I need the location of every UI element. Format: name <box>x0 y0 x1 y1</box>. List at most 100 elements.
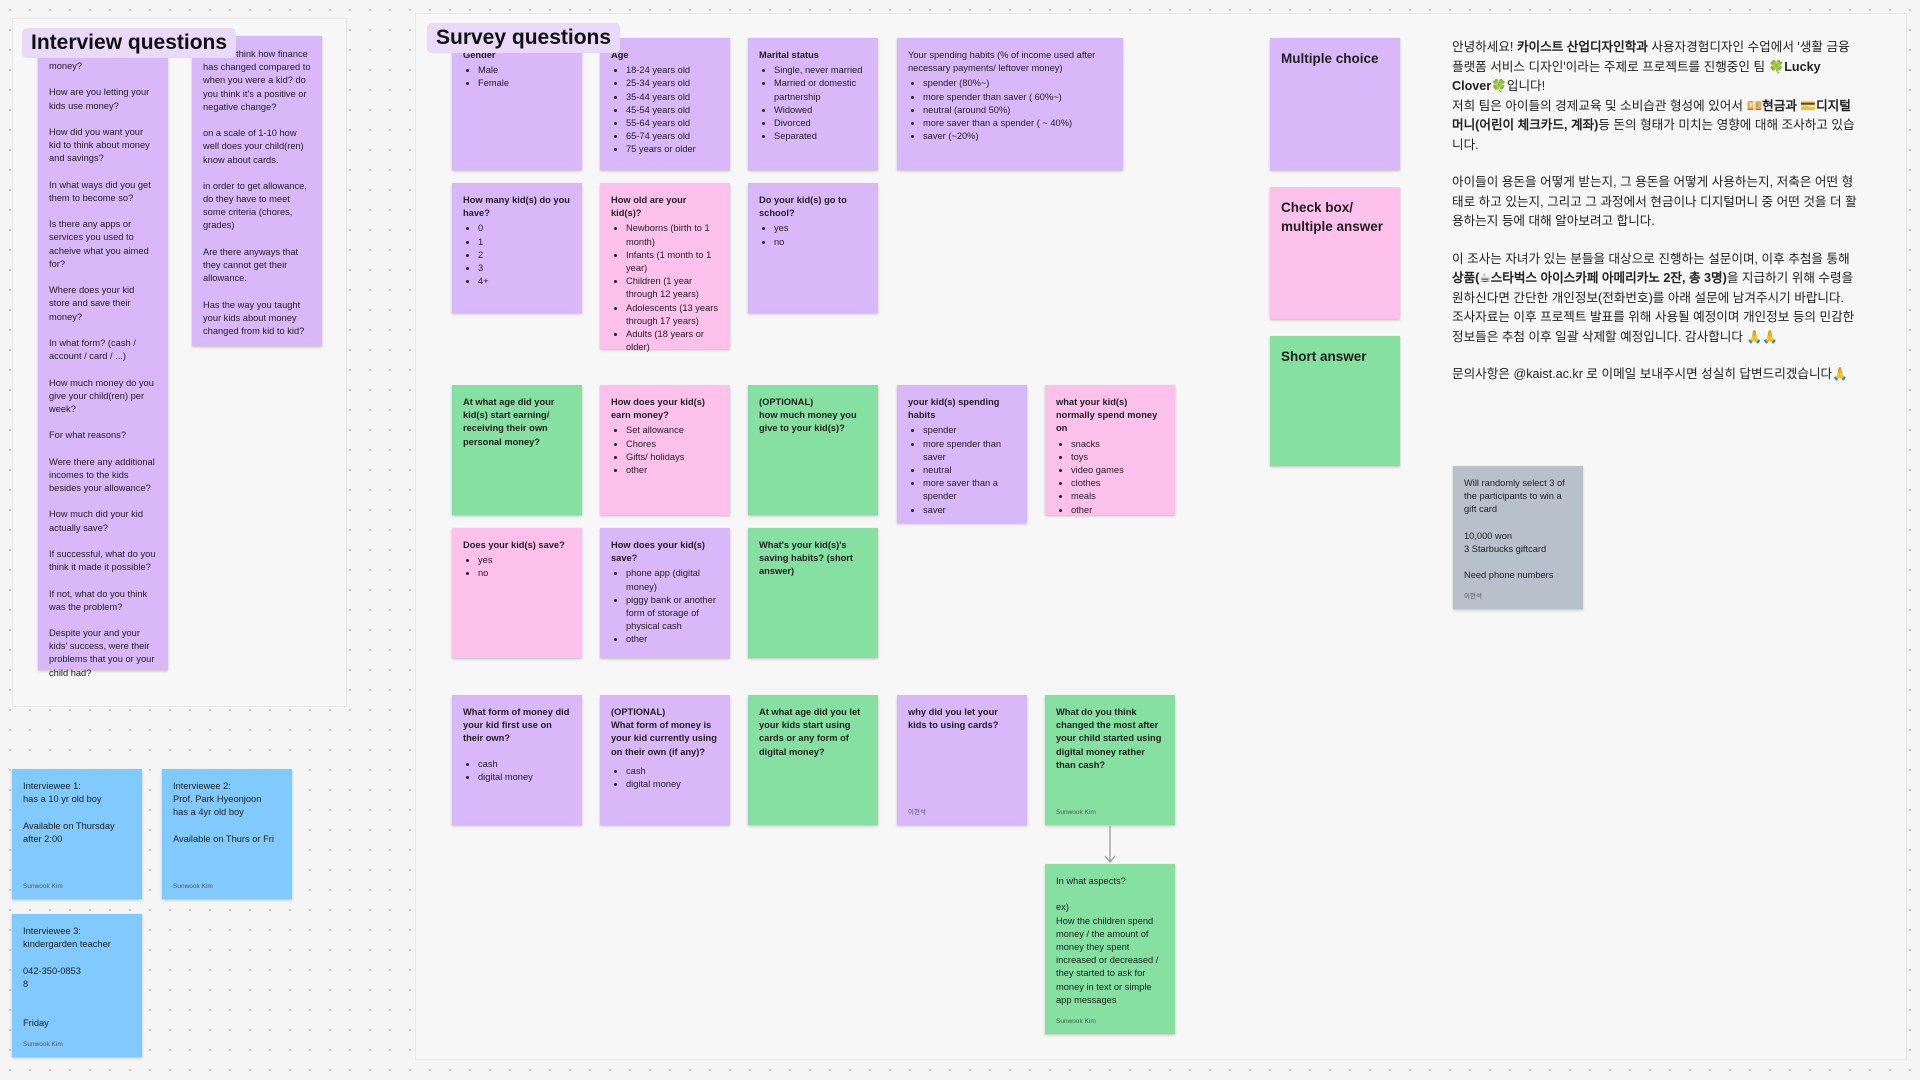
question-text: (OPTIONAL) What form of money is your ki… <box>611 707 717 757</box>
how-earn-question[interactable]: How does your kid(s) earn money? Set all… <box>600 385 730 515</box>
question-text: At what age did your kid(s) start earnin… <box>463 397 555 447</box>
saving-habits-question[interactable]: What's your kid(s)'s saving habits? (sho… <box>748 528 878 658</box>
interviewee-note[interactable]: Interviewee 1: has a 10 yr old boy Avail… <box>12 769 142 899</box>
option-list: yes no <box>759 222 867 248</box>
interviewee-text: Interviewee 3: kindergarden teacher 042-… <box>23 926 111 1029</box>
option-list: spender more spender than saver neutral … <box>908 424 1016 516</box>
intro-text: 아이들이 용돈을 어떻게 받는지, 그 용돈을 어떻게 사용하는지, 저축은 어… <box>1452 175 1857 229</box>
why-cards-question[interactable]: why did you let your kids to using cards… <box>897 695 1027 825</box>
intro-text: 로 이메일 보내주시면 성실히 답변드리겠습니다🙏 <box>1582 367 1848 382</box>
option: 55-64 years old <box>626 117 719 130</box>
option: Widowed <box>774 104 867 117</box>
legend-label: Multiple choice <box>1281 51 1379 66</box>
option: Married or domestic partnership <box>774 77 867 103</box>
interviewee-note[interactable]: Interviewee 2: Prof. Park Hyeonjoon has … <box>162 769 292 899</box>
interview-questions-text: money? How are you letting your kids use… <box>49 61 156 678</box>
question-text: How many kid(s) do you have? <box>463 195 570 219</box>
option: 35-44 years old <box>626 91 719 104</box>
age-question[interactable]: Age 18-24 years old 25-34 years old 35-4… <box>600 38 730 170</box>
intro-text: 안녕하세요! <box>1452 40 1517 54</box>
optional-give-question[interactable]: (OPTIONAL) how much money you give to yo… <box>748 385 878 515</box>
contact-email[interactable]: @kaist.ac.kr <box>1513 367 1583 382</box>
question-text: Marital status <box>759 50 819 60</box>
does-save-question[interactable]: Does your kid(s) save? yes no <box>452 528 582 658</box>
option: neutral <box>923 464 1016 477</box>
interview-questions-note-1[interactable]: money? How are you letting your kids use… <box>38 34 168 678</box>
option: yes <box>478 554 571 567</box>
option-list: yes no <box>463 554 571 580</box>
option: Male <box>478 64 571 77</box>
option: 45-54 years old <box>626 104 719 117</box>
option-list: 0 1 2 3 4+ <box>463 222 571 288</box>
school-question[interactable]: Do your kid(s) go to school? yes no <box>748 183 878 313</box>
question-text: What form of money did your kid first us… <box>463 707 570 744</box>
cards-age-question[interactable]: At what age did you let your kids start … <box>748 695 878 825</box>
option: other <box>1071 504 1164 517</box>
option: no <box>478 567 571 580</box>
survey-section-title[interactable]: Survey questions <box>427 23 621 53</box>
option-list: Set allowance Chores Gifts/ holidays oth… <box>611 424 719 477</box>
intro-text: 🍀입니다! <box>1491 79 1546 94</box>
first-money-form-question[interactable]: What form of money did your kid first us… <box>452 695 582 825</box>
option: cash <box>626 765 719 778</box>
intro-text: 조사자료는 이후 프로젝트 발표를 위해 사용될 예정이며 개인정보 등의 민감… <box>1452 310 1855 344</box>
question-text: In what aspects? ex) How the children sp… <box>1056 876 1159 1005</box>
option: 4+ <box>478 275 571 288</box>
intro-text: 문의사항은 <box>1452 367 1514 382</box>
intro-text: 저희 팀은 아이들의 경제교육 및 소비습관 형성에 있어서 💴 <box>1452 98 1763 113</box>
option-list: spender (80%~) more spender than saver (… <box>908 77 1112 143</box>
question-text: what your kid(s) normally spend money on <box>1056 397 1158 434</box>
note-author: Sunwook Kim <box>1056 808 1096 816</box>
question-text: What's your kid(s)'s saving habits? (sho… <box>759 540 854 577</box>
legend-checkbox[interactable]: Check box/ multiple answer <box>1270 187 1400 319</box>
option: Adults (18 years or older) <box>626 328 719 354</box>
survey-intro-text[interactable]: 안녕하세요! 카이스트 산업디자인학과 사용자경험디자인 수업에서 '생활 금융… <box>1452 38 1857 403</box>
interviewee-text: Interviewee 1: has a 10 yr old boy Avail… <box>23 781 115 844</box>
marital-status-question[interactable]: Marital status Single, never married Mar… <box>748 38 878 170</box>
option-list: cash digital money <box>611 765 719 791</box>
start-earning-question[interactable]: At what age did your kid(s) start earnin… <box>452 385 582 515</box>
option: digital money <box>626 778 719 791</box>
option: digital money <box>478 771 571 784</box>
current-money-form-question[interactable]: (OPTIONAL) What form of money is your ki… <box>600 695 730 825</box>
interview-questions-note-2[interactable]: think how finance has changed compared t… <box>192 36 322 346</box>
legend-short-answer[interactable]: Short answer <box>1270 336 1400 466</box>
option: snacks <box>1071 438 1164 451</box>
note-author: Sunwook Kim <box>173 882 213 890</box>
question-text: Age <box>611 50 629 60</box>
legend-multiple-choice[interactable]: Multiple choice <box>1270 38 1400 170</box>
how-save-question[interactable]: How does your kid(s) save? phone app (di… <box>600 528 730 658</box>
option: 2 <box>478 249 571 262</box>
kid-spending-habits-question[interactable]: your kid(s) spending habits spender more… <box>897 385 1027 523</box>
option: Divorced <box>774 117 867 130</box>
option: 18-24 years old <box>626 64 719 77</box>
note-author: Sunwook Kim <box>23 882 63 890</box>
option: Set allowance <box>626 424 719 437</box>
option: Female <box>478 77 571 90</box>
aspects-followup-note[interactable]: In what aspects? ex) How the children sp… <box>1045 864 1175 1034</box>
spending-habits-question[interactable]: Your spending habits (% of income used a… <box>897 38 1123 170</box>
option-list: 18-24 years old 25-34 years old 35-44 ye… <box>611 64 719 156</box>
gender-question[interactable]: Gender Male Female <box>452 38 582 170</box>
gift-card-note[interactable]: Will randomly select 3 of the participan… <box>1453 466 1583 609</box>
interview-section-title[interactable]: Interview questions <box>22 28 237 58</box>
option: other <box>626 464 719 477</box>
kids-count-question[interactable]: How many kid(s) do you have? 0 1 2 3 4+ <box>452 183 582 313</box>
note-author: Sunwook Kim <box>1056 1017 1096 1025</box>
interviewee-note[interactable]: Interviewee 3: kindergarden teacher 042-… <box>12 914 142 1057</box>
intro-bold-text: 상품(☕스타벅스 아이스카페 아메리카노 2잔, 총 3명) <box>1452 271 1727 286</box>
option: spender (80%~) <box>923 77 1112 90</box>
question-text: (OPTIONAL) how much money you give to yo… <box>759 397 857 434</box>
option: meals <box>1071 490 1164 503</box>
option-list: Newborns (birth to 1 month) Infants (1 m… <box>611 222 719 354</box>
intro-text: 을 지급하기 위해 수령을 원하신다면 간단한 개인정보(전화번호)를 아래 설… <box>1452 271 1854 305</box>
option: Chores <box>626 438 719 451</box>
interviewee-text: Interviewee 2: Prof. Park Hyeonjoon has … <box>173 781 274 844</box>
intro-text: 이 조사는 자녀가 있는 분들을 대상으로 진행하는 설문이며, 이후 추첨을 … <box>1452 251 1850 266</box>
option: Separated <box>774 130 867 143</box>
changed-most-question[interactable]: What do you think changed the most after… <box>1045 695 1175 825</box>
kids-age-question[interactable]: How old are your kid(s)? Newborns (birth… <box>600 183 730 352</box>
question-text: What do you think changed the most after… <box>1056 707 1162 770</box>
question-text: your kid(s) spending habits <box>908 397 1000 421</box>
spend-on-question[interactable]: what your kid(s) normally spend money on… <box>1045 385 1175 515</box>
